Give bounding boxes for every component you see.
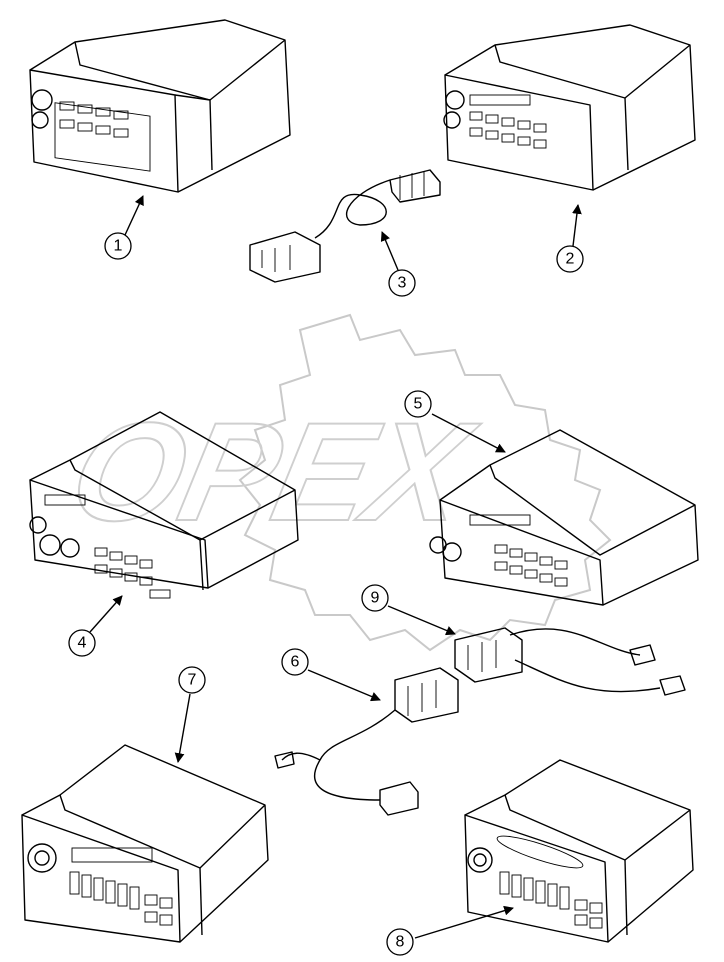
wiring-harness-6 bbox=[274, 667, 459, 816]
callouts: 1 2 3 4 5 6 7 8 bbox=[68, 232, 584, 956]
radio-unit-8 bbox=[464, 759, 694, 943]
leader-line-2 bbox=[572, 204, 582, 247]
callout-8-label: 8 bbox=[396, 934, 405, 951]
callout-8[interactable]: 8 bbox=[386, 928, 414, 956]
callout-3-label: 3 bbox=[398, 275, 407, 292]
callout-1-label: 1 bbox=[114, 238, 123, 255]
wiring-harness-3 bbox=[249, 169, 441, 283]
leader-lines bbox=[89, 195, 582, 939]
leader-line-5 bbox=[431, 413, 506, 453]
callout-2-label: 2 bbox=[566, 251, 575, 268]
watermark-text: OPEX bbox=[58, 394, 488, 550]
callout-9-label: 9 bbox=[371, 590, 380, 607]
leader-line-9 bbox=[387, 605, 456, 636]
leader-line-3 bbox=[380, 231, 399, 271]
callout-7[interactable]: 7 bbox=[178, 666, 206, 694]
callout-1[interactable]: 1 bbox=[104, 232, 132, 260]
callout-2[interactable]: 2 bbox=[556, 245, 584, 273]
callout-4-label: 4 bbox=[78, 635, 87, 652]
radio-unit-7 bbox=[21, 744, 269, 943]
callout-3[interactable]: 3 bbox=[388, 269, 416, 297]
watermark-gear-icon bbox=[238, 313, 612, 652]
leader-line-8 bbox=[414, 905, 514, 939]
radio-unit-5 bbox=[429, 429, 699, 606]
leader-line-6 bbox=[307, 669, 381, 702]
callout-4[interactable]: 4 bbox=[68, 629, 96, 657]
callout-6-label: 6 bbox=[291, 654, 300, 671]
radio-unit-1 bbox=[29, 19, 291, 193]
callout-6[interactable]: 6 bbox=[281, 648, 309, 676]
callout-7-label: 7 bbox=[188, 672, 197, 689]
radio-unit-4 bbox=[29, 411, 299, 599]
watermark: OPEX bbox=[57, 313, 612, 652]
callout-9[interactable]: 9 bbox=[361, 584, 389, 612]
callout-5[interactable]: 5 bbox=[404, 390, 432, 418]
radio-unit-2 bbox=[443, 24, 696, 191]
wiring-harness-9 bbox=[454, 627, 686, 696]
callout-5-label: 5 bbox=[414, 396, 423, 413]
leader-line-4 bbox=[89, 595, 123, 633]
leader-line-7 bbox=[174, 693, 191, 763]
leader-line-1 bbox=[124, 195, 144, 236]
